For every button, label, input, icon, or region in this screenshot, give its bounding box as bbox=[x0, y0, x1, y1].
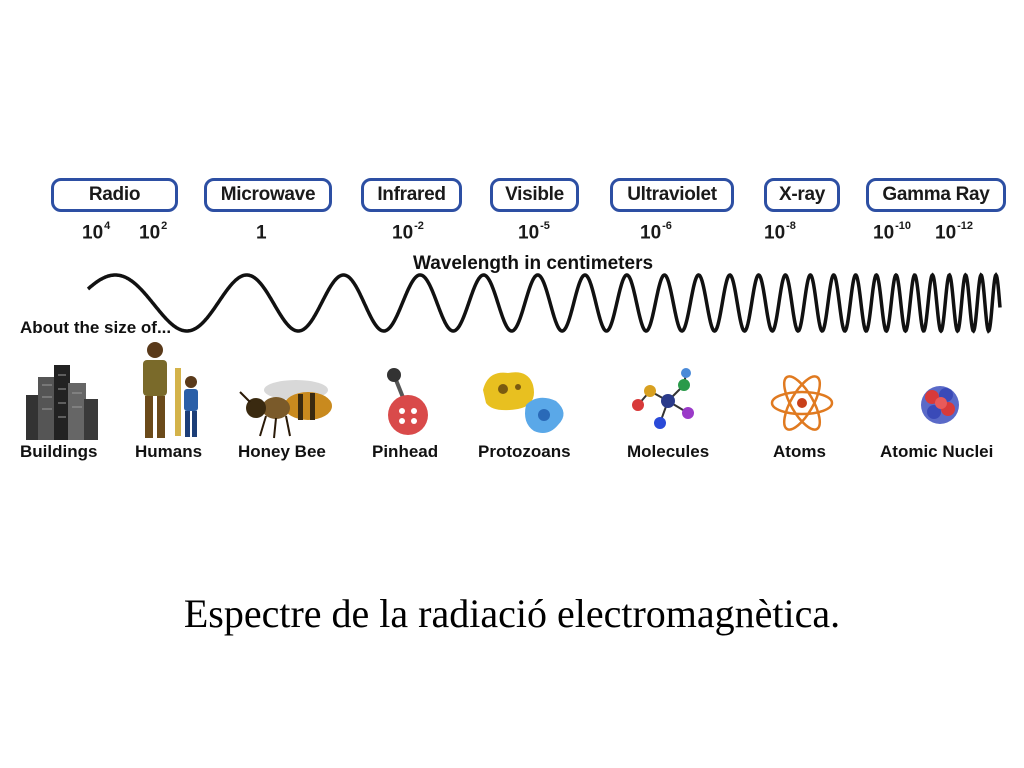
size-label: About the size of... bbox=[20, 318, 172, 337]
object-label: Molecules bbox=[627, 442, 710, 461]
wavelength-value: 104 bbox=[82, 220, 111, 244]
em-wave bbox=[86, 272, 1002, 334]
wavelength-value: 10-8 bbox=[764, 220, 796, 244]
object-label: Atomic Nuclei bbox=[880, 442, 994, 461]
wavelength-value: 10-12 bbox=[935, 220, 974, 244]
wave-line bbox=[86, 272, 1002, 334]
band-x-ray: X-ray bbox=[764, 178, 840, 212]
band-radio: Radio bbox=[51, 178, 178, 212]
object-label: Humans bbox=[135, 442, 203, 461]
pinhead-icon bbox=[387, 368, 428, 435]
atomic-nuclei-icon bbox=[921, 386, 959, 424]
wavelength-value: 1 bbox=[256, 222, 267, 244]
protozoans-icon bbox=[483, 372, 564, 433]
object-label: Buildings bbox=[20, 442, 98, 461]
buildings-icon bbox=[26, 365, 98, 440]
band-gamma-ray: Gamma Ray bbox=[866, 178, 1006, 212]
axis-label: Wavelength in centimeters bbox=[413, 253, 654, 274]
honey-bee-icon bbox=[239, 380, 332, 439]
atoms-icon bbox=[770, 375, 834, 431]
band-infrared: Infrared bbox=[361, 178, 462, 212]
object-label: Honey Bee bbox=[238, 442, 326, 461]
object-label: Pinhead bbox=[372, 442, 439, 461]
wavelength-value: 102 bbox=[139, 220, 168, 244]
object-label: Atoms bbox=[773, 442, 826, 461]
wavelength-value: 10-5 bbox=[518, 220, 550, 244]
caption: Espectre de la radiació electromagnètica… bbox=[183, 591, 841, 636]
band-microwave: Microwave bbox=[204, 178, 332, 212]
band-ultraviolet: Ultraviolet bbox=[610, 178, 734, 212]
wavelength-value: 10-2 bbox=[392, 220, 424, 244]
object-label: Protozoans bbox=[478, 442, 571, 461]
molecules-icon bbox=[632, 368, 694, 429]
band-visible: Visible bbox=[490, 178, 579, 212]
wavelength-value: 10-10 bbox=[873, 220, 912, 244]
humans-icon bbox=[143, 342, 198, 438]
wavelength-value: 10-6 bbox=[640, 220, 672, 244]
